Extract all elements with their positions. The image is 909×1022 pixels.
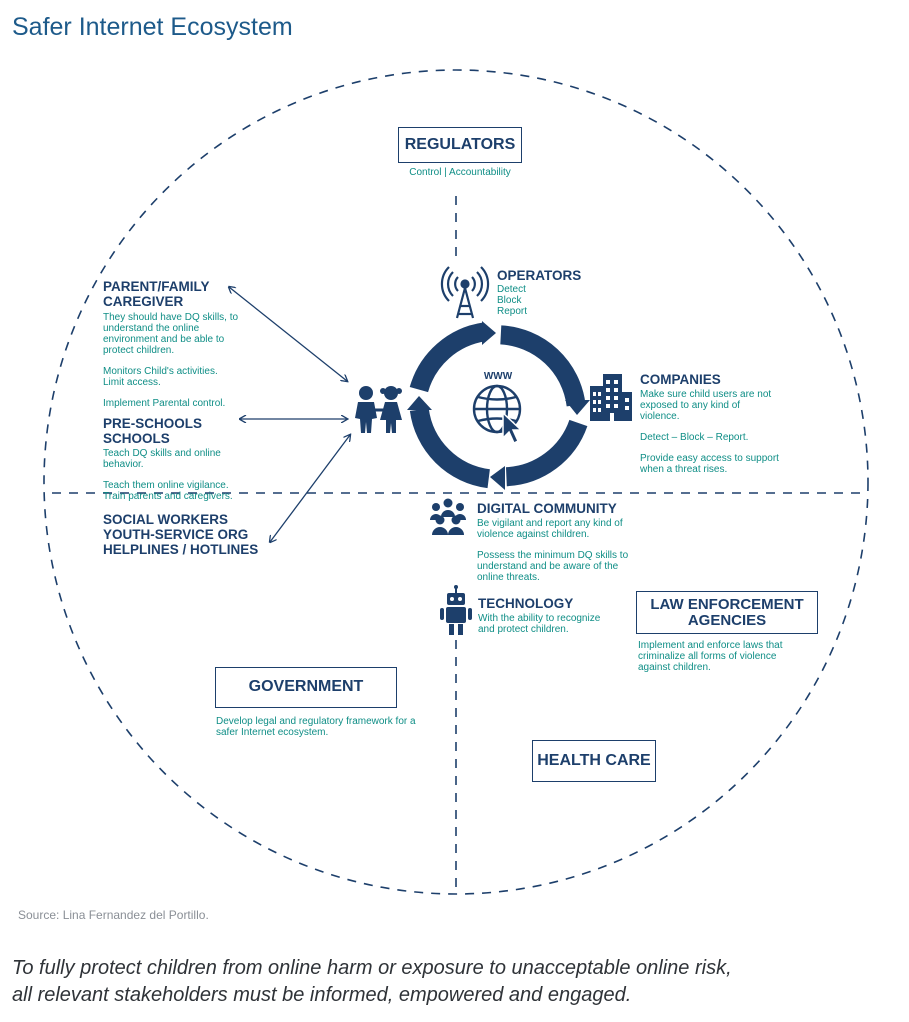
cycle-ring xyxy=(407,321,590,490)
companies-paragraph: Detect – Block – Report. xyxy=(640,432,749,443)
schools-heading-line: PRE-SCHOOLS xyxy=(103,416,203,431)
caption-line: all relevant stakeholders must be inform… xyxy=(12,984,632,1006)
digital-community-text: Be vigilant and report any kind of viole… xyxy=(477,518,632,583)
regulators-box: REGULATORS xyxy=(398,127,522,163)
companies-paragraph: Make sure child users are not exposed to… xyxy=(640,389,772,422)
parent-paragraph: Implement Parental control. xyxy=(103,398,226,409)
group-icon xyxy=(430,498,466,535)
digital-community-paragraph: Be vigilant and report any kind of viole… xyxy=(477,518,623,540)
companies-text: Make sure child users are not exposed to… xyxy=(640,389,780,475)
government-text: Develop legal and regulatory framework f… xyxy=(216,716,416,738)
operators-heading: OPERATORS xyxy=(497,268,582,283)
companies-heading: COMPANIES xyxy=(640,372,721,387)
parent-heading: PARENT/FAMILY CAREGIVER xyxy=(103,279,210,309)
operators-action: Detect xyxy=(497,284,526,295)
parent-paragraph: They should have DQ skills, to understan… xyxy=(103,312,239,356)
law-enforcement-line: LAW ENFORCEMENT xyxy=(650,596,804,613)
arrow-parent xyxy=(229,287,347,381)
parent-heading-line: PARENT/FAMILY xyxy=(103,279,210,294)
caption: To fully protect children from online ha… xyxy=(12,955,732,1009)
social-heading-line: SOCIAL WORKERS xyxy=(103,512,229,527)
cursor-icon xyxy=(502,411,523,445)
health-care-box: HEALTH CARE xyxy=(532,740,656,782)
technology-text: With the ability to recognize and protec… xyxy=(478,613,601,635)
social-heading: SOCIAL WORKERS YOUTH-SERVICE ORG HELPLIN… xyxy=(103,512,258,557)
regulators-subtitle: Control | Accountability xyxy=(409,167,511,178)
parent-text: They should have DQ skills, to understan… xyxy=(103,312,253,409)
schools-paragraph: Teach DQ skills and online behavior. xyxy=(103,448,221,470)
operators-actions: Detect Block Report xyxy=(497,284,527,317)
government-label: GOVERNMENT xyxy=(248,678,364,695)
social-heading-line: HELPLINES / HOTLINES xyxy=(103,542,259,557)
page-title: Safer Internet Ecosystem xyxy=(12,13,293,41)
companies-paragraph: Provide easy access to support when a th… xyxy=(640,453,779,475)
children-icon xyxy=(355,386,402,433)
operators-action: Block xyxy=(497,295,522,306)
law-enforcement-line: AGENCIES xyxy=(687,612,767,629)
antenna-icon xyxy=(440,266,490,319)
source-note: Source: Lina Fernandez del Portillo. xyxy=(18,908,209,922)
technology-heading: TECHNOLOGY xyxy=(478,596,574,611)
ecosystem-boundary xyxy=(43,69,869,895)
law-enforcement-box: LAW ENFORCEMENT AGENCIES xyxy=(636,591,818,634)
building-icon xyxy=(590,374,632,421)
schools-heading: PRE-SCHOOLS SCHOOLS xyxy=(103,416,202,446)
health-care-label: HEALTH CARE xyxy=(537,752,651,769)
regulators-label: REGULATORS xyxy=(404,136,516,153)
operators-action: Report xyxy=(497,306,528,317)
government-box: GOVERNMENT xyxy=(215,667,397,708)
parent-heading-line: CAREGIVER xyxy=(103,294,184,309)
social-heading-line: YOUTH-SERVICE ORG xyxy=(103,527,249,542)
www-label: WWW xyxy=(483,371,513,382)
schools-text: Teach DQ skills and online behavior. Tea… xyxy=(103,448,248,502)
schools-paragraph: Teach them online vigilance. Train paren… xyxy=(103,480,233,502)
arrow-social xyxy=(270,435,350,542)
caption-line: To fully protect children from online ha… xyxy=(12,957,732,979)
digital-community-paragraph: Possess the minimum DQ skills to underst… xyxy=(477,550,629,583)
parent-paragraph: Monitors Child's activities. Limit acces… xyxy=(103,366,218,388)
digital-community-heading: DIGITAL COMMUNITY xyxy=(477,501,617,516)
law-enforcement-text: Implement and enforce laws that criminal… xyxy=(638,640,783,673)
globe-icon xyxy=(472,384,522,434)
robot-icon xyxy=(440,585,472,635)
schools-heading-line: SCHOOLS xyxy=(103,431,170,446)
